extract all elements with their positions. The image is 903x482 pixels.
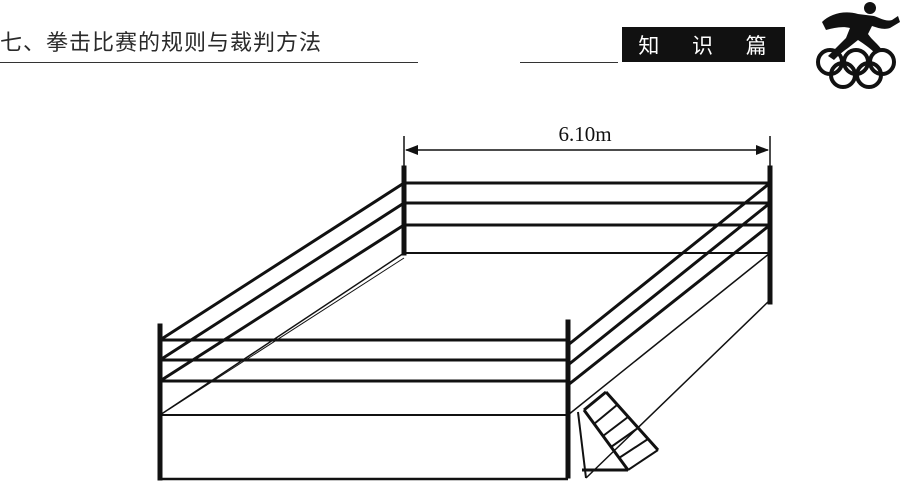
chapter-title: 七、拳击比赛的规则与裁判方法 xyxy=(0,31,323,56)
rope-left-top xyxy=(159,181,405,342)
header-rule-right xyxy=(520,62,618,63)
steps-rung-3 xyxy=(610,427,639,448)
ring-posts xyxy=(157,165,773,481)
rope-left-middle xyxy=(159,201,405,362)
ring-5 xyxy=(855,61,883,89)
rope-right-bottom xyxy=(567,223,771,387)
rope-right-top xyxy=(567,181,771,347)
platform-right-face-edge xyxy=(585,299,771,479)
steps-foot xyxy=(627,449,659,471)
floor-left-edge xyxy=(159,252,405,416)
platform-right-face-inner xyxy=(577,411,587,479)
dimension-arrow-left xyxy=(405,145,418,155)
header-rule-left xyxy=(0,62,418,63)
section-badge: 知 识 篇 xyxy=(622,27,785,62)
dimension-annotation: 6.10m xyxy=(403,122,771,166)
steps-top xyxy=(583,390,607,412)
ring-ropes xyxy=(159,181,771,387)
dimension-label: 6.10m xyxy=(558,122,611,146)
olympic-athlete-rings-icon xyxy=(816,2,900,89)
steps-rung-1 xyxy=(593,404,618,425)
floor-right-edge xyxy=(567,252,771,416)
steps-rung-4 xyxy=(618,438,649,459)
steps-stringer-right xyxy=(604,390,660,452)
rope-right-middle xyxy=(567,201,771,367)
ring-steps xyxy=(582,390,660,472)
ring-platform xyxy=(159,252,771,481)
olympic-rings xyxy=(816,48,896,89)
steps-stringer-left xyxy=(582,409,630,471)
floor-left-inner-edge xyxy=(167,257,405,411)
dimension-arrow-right xyxy=(756,145,769,155)
steps-rung-2 xyxy=(602,416,629,437)
section-label: 知 识 篇 xyxy=(638,33,769,58)
rope-left-bottom xyxy=(159,223,405,383)
